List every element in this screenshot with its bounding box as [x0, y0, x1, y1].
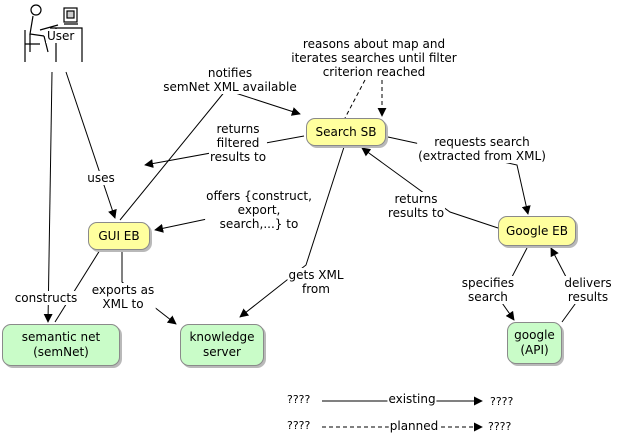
edge-user-uses-gui: [65, 71, 117, 219]
node-semantic-net[interactable]: semantic net (semNet): [2, 324, 120, 366]
edge-google-returns-search: [361, 147, 499, 229]
label-specifies-search: specifies search: [460, 276, 516, 304]
node-gui-eb[interactable]: GUI EB: [88, 222, 150, 250]
label-returns-results: returns results to: [386, 192, 446, 220]
edge-gui-exports-knowledge: [121, 252, 177, 325]
label-requests-search: requests search (extracted from XML): [417, 135, 547, 163]
edge-search-getsxml-knowledge: [239, 146, 345, 318]
label-delivers-results: delivers results: [563, 276, 613, 304]
label-reasons: reasons about map and iterates searches …: [290, 37, 458, 79]
legend-planned-from: ????: [287, 419, 311, 432]
node-google-api[interactable]: google (API): [507, 322, 562, 364]
node-search-sb[interactable]: Search SB: [306, 118, 386, 146]
user-label: User: [46, 29, 76, 43]
node-google-eb[interactable]: Google EB: [498, 216, 576, 246]
legend-planned-label: planned: [388, 419, 440, 433]
label-exports: exports as XML to: [90, 283, 156, 311]
edge-gui-constructs-semnet: [54, 249, 101, 323]
edge-user-constructs-semnet: [43, 71, 53, 323]
label-offers: offers {construct, export, search,...} t…: [205, 189, 313, 231]
legend-existing-to: ????: [490, 395, 514, 408]
label-notifies: notifies semNet XML available: [162, 66, 298, 94]
legend-existing-label: existing: [387, 392, 437, 406]
edge-search-offers-gui: [154, 218, 208, 233]
node-knowledge-server[interactable]: knowledge server: [180, 324, 264, 366]
label-constructs: constructs: [13, 291, 79, 305]
edge-planned-reasons: [344, 79, 387, 119]
legend-planned-to: ????: [488, 420, 512, 433]
label-returns-filtered: returns filtered results to: [208, 122, 268, 164]
label-gets-xml: gets XML from: [287, 268, 345, 296]
person-at-computer-icon: [24, 4, 83, 62]
label-uses: uses: [86, 171, 116, 185]
legend-existing-from: ????: [287, 393, 311, 406]
